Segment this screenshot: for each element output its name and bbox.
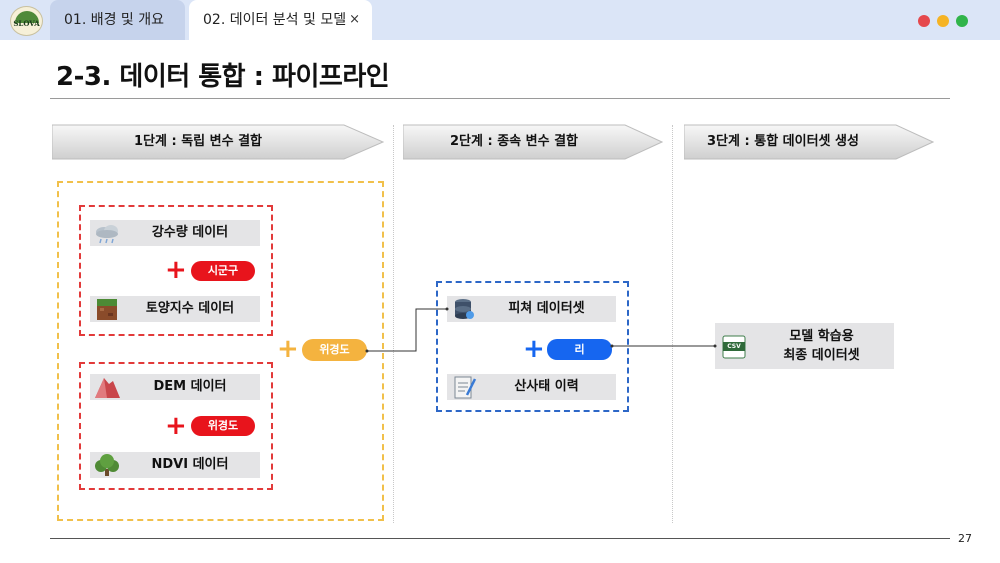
window-minimize-button[interactable] xyxy=(937,15,949,27)
rainfall-data-label: 강수량 데이터 xyxy=(151,225,229,240)
soil-block-icon xyxy=(92,296,122,322)
footer-divider xyxy=(50,538,950,539)
page-title: 2-3. 데이터 통합 : 파이프라인 xyxy=(56,62,390,92)
soil-index-data-label: 토양지수 데이터 xyxy=(145,301,235,316)
tab-label: 01. 배경 및 개요 xyxy=(64,12,165,28)
join-key-badge-sigungu: 시군구 xyxy=(191,261,255,281)
ndvi-data-label: NDVI 데이터 xyxy=(151,457,229,472)
landslide-history-label: 산사태 이력 xyxy=(514,379,579,394)
rain-cloud-icon xyxy=(92,220,122,246)
slova-logo: SLOVA xyxy=(10,6,43,36)
stage-1-arrow: 1단계 : 독립 변수 결합 xyxy=(52,124,384,160)
tree-icon xyxy=(92,452,122,478)
climate-soil-group xyxy=(79,205,273,336)
plus-icon: + xyxy=(165,255,187,285)
final-dataset-line1: 모델 학습용 xyxy=(789,329,854,344)
title-divider xyxy=(50,98,950,99)
page-number: 27 xyxy=(958,532,972,545)
column-divider xyxy=(672,125,673,523)
dem-data-label: DEM 데이터 xyxy=(153,379,227,394)
tab-close-icon[interactable]: × xyxy=(349,12,360,27)
tab-background-overview[interactable]: 01. 배경 및 개요 xyxy=(50,0,185,40)
csv-icon-label: CSV xyxy=(727,343,741,350)
window-close-button[interactable] xyxy=(918,15,930,27)
terrain-icon xyxy=(92,374,122,400)
column-divider xyxy=(393,125,394,523)
tab-label: 02. 데이터 분석 및 모델 xyxy=(203,12,347,28)
plus-icon: + xyxy=(165,411,187,441)
ndvi-data-item: NDVI 데이터 xyxy=(90,452,260,478)
join-key-badge-ri: 리 xyxy=(547,339,612,360)
merge-key-badge-latlng: 위경도 xyxy=(302,339,367,361)
terrain-vegetation-group xyxy=(79,362,273,490)
final-dataset-item: CSV 모델 학습용 최종 데이터셋 xyxy=(715,323,894,369)
plus-icon: + xyxy=(277,334,299,364)
tab-data-analysis-model[interactable]: 02. 데이터 분석 및 모델 × xyxy=(189,0,372,40)
stage-2-label: 2단계 : 종속 변수 결합 xyxy=(449,134,579,149)
dem-data-item: DEM 데이터 xyxy=(90,374,260,400)
plus-icon: + xyxy=(523,334,545,364)
stage-1-label: 1단계 : 독립 변수 결합 xyxy=(133,134,263,149)
final-dataset-line2: 최종 데이터셋 xyxy=(783,348,860,363)
stage-2-arrow: 2단계 : 종속 변수 결합 xyxy=(403,124,663,160)
window-maximize-button[interactable] xyxy=(956,15,968,27)
stage-3-arrow: 3단계 : 통합 데이터셋 생성 xyxy=(684,124,934,160)
database-icon xyxy=(449,296,479,322)
csv-file-icon: CSV xyxy=(720,334,748,360)
stage-3-label: 3단계 : 통합 데이터셋 생성 xyxy=(707,134,859,149)
feature-dataset-label: 피쳐 데이터셋 xyxy=(508,301,585,316)
landslide-history-item: 산사태 이력 xyxy=(447,374,616,400)
document-edit-icon xyxy=(449,374,479,400)
feature-dataset-item: 피쳐 데이터셋 xyxy=(447,296,616,322)
join-key-badge-latlng: 위경도 xyxy=(191,416,255,436)
rainfall-data-item: 강수량 데이터 xyxy=(90,220,260,246)
soil-index-data-item: 토양지수 데이터 xyxy=(90,296,260,322)
